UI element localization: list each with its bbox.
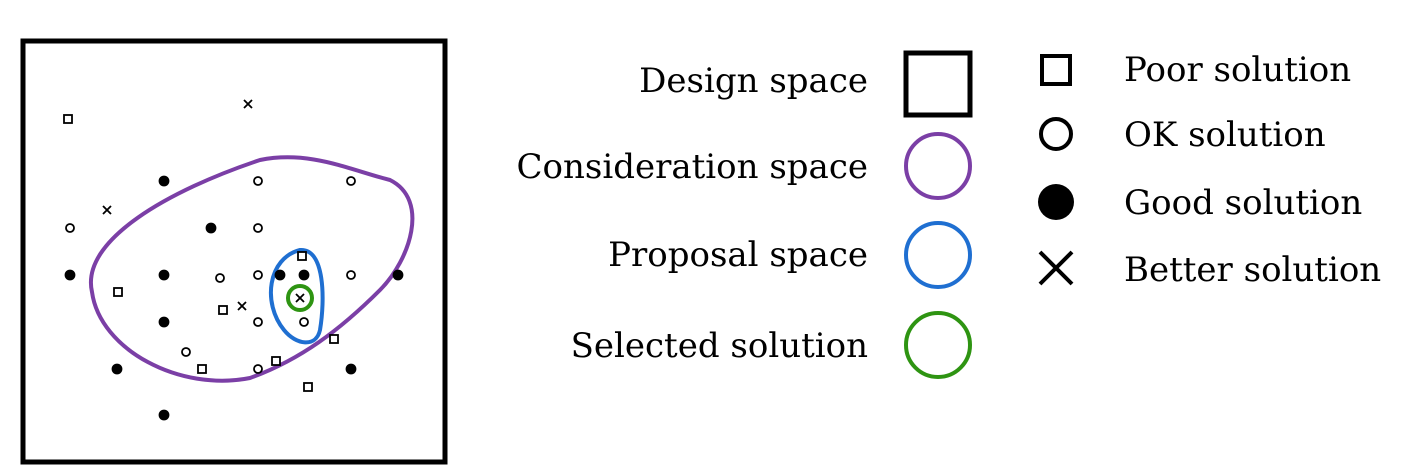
better-point [243, 99, 253, 109]
good-point [158, 175, 170, 187]
legend-poor-solution-label: Poor solution [1124, 50, 1351, 90]
filled-circle-icon [1038, 184, 1074, 220]
legend-better-solution-label: Better solution [1124, 250, 1381, 290]
proposal-space-region [269, 248, 325, 345]
ok-point [65, 223, 75, 233]
poor-point [297, 251, 307, 261]
legend-ok-solution-label: OK solution [1124, 115, 1326, 155]
poor-point [271, 356, 281, 366]
poor-point [303, 382, 313, 392]
poor-point [63, 114, 73, 124]
selected-solution-ring [286, 284, 314, 312]
poor-point [113, 287, 123, 297]
legend-good-solution-label: Good solution [1124, 183, 1362, 223]
square-icon [1040, 54, 1072, 86]
ok-point [346, 176, 356, 186]
poor-point [197, 364, 207, 374]
proposal-space-legend-icon [904, 221, 972, 289]
design-space-box [20, 38, 448, 465]
ok-point [299, 317, 309, 327]
better-point [102, 205, 112, 215]
good-point [345, 363, 357, 375]
ok-point [346, 270, 356, 280]
good-point [158, 316, 170, 328]
legend-spaces: Design space Consideration space Proposa… [517, 50, 973, 379]
good-point [158, 409, 170, 421]
points [63, 99, 404, 421]
legend-design-space-label: Design space [639, 61, 868, 101]
ok-point [253, 223, 263, 233]
ok-point [181, 347, 191, 357]
consideration-space-legend-icon [904, 132, 972, 200]
good-point [274, 269, 286, 281]
good-point [158, 269, 170, 281]
legend-proposal-space-label: Proposal space [608, 235, 868, 275]
better-point [237, 301, 247, 311]
good-point [392, 269, 404, 281]
legend-selected-solution-label: Selected solution [571, 326, 868, 366]
legend-consideration-space-label: Consideration space [517, 147, 868, 187]
poor-point [329, 334, 339, 344]
better-point [295, 293, 305, 303]
good-point [205, 222, 217, 234]
selected-solution-legend-icon [904, 311, 972, 379]
legend-markers: Poor solution OK solution Good solution … [1038, 50, 1381, 290]
good-point [64, 269, 76, 281]
poor-point [218, 305, 228, 315]
cross-icon [1038, 250, 1074, 286]
ok-point [253, 364, 263, 374]
open-circle-icon [1039, 117, 1073, 151]
ok-point [215, 273, 225, 283]
good-point [298, 269, 310, 281]
design-space-legend-icon [903, 50, 973, 118]
ok-point [253, 317, 263, 327]
good-point [111, 363, 123, 375]
consideration-space-region [88, 155, 415, 383]
ok-point [253, 270, 263, 280]
ok-point [253, 176, 263, 186]
